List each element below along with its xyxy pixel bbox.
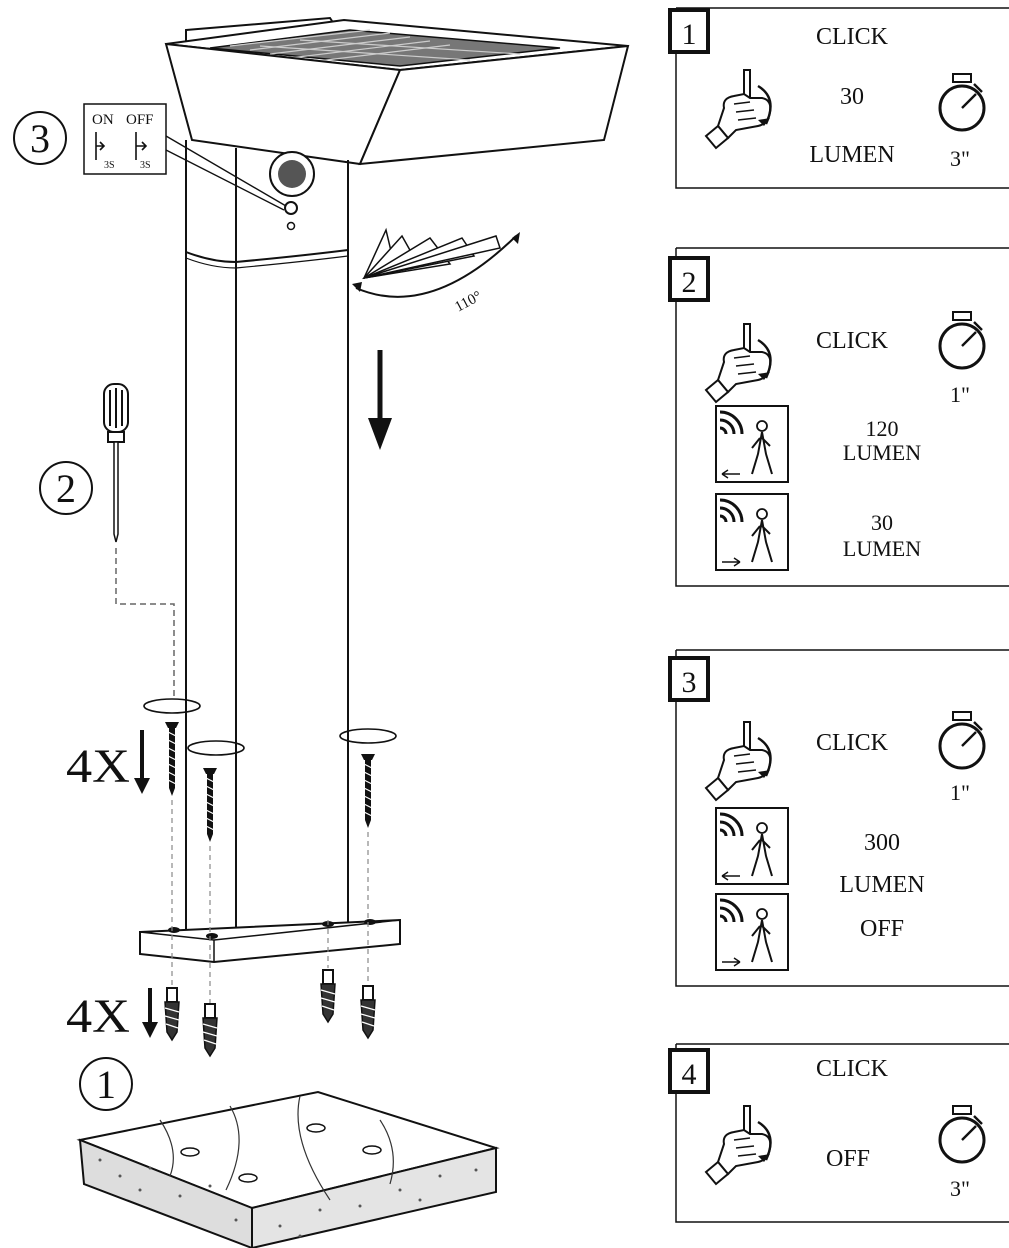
- concrete-slab: [76, 1090, 500, 1248]
- screw-3: [360, 753, 376, 829]
- sensor-angle-label: 110°: [452, 288, 484, 315]
- anchor-3: [320, 969, 336, 1023]
- mode-1-duration: 3": [950, 146, 970, 171]
- mode-2-number: 2: [682, 266, 697, 299]
- switch-on-label: ON: [92, 112, 114, 128]
- mode-4-duration: 3": [950, 1176, 970, 1201]
- motion-sensor-leave-icon: [714, 892, 790, 972]
- base-step: 1: [76, 1057, 500, 1248]
- mode-3-number: 3: [682, 666, 697, 699]
- anchor-2: [202, 1003, 218, 1057]
- mode-1-brightness: 30: [840, 84, 864, 110]
- mode-1-number: 1: [682, 18, 697, 51]
- screw-2: [202, 767, 218, 843]
- mode-3-unit: LUMEN: [839, 872, 924, 898]
- stopwatch-icon: [938, 310, 986, 370]
- switch-step: 3 ON OFF 3S 3S: [13, 103, 287, 211]
- screws: 4X: [66, 698, 397, 1030]
- wall-anchors: 4X: [66, 969, 376, 1057]
- mode-2-away-unit: LUMEN: [843, 536, 921, 561]
- hand-click-icon: [704, 322, 772, 404]
- base-step-number: 1: [96, 1062, 116, 1107]
- screw-1: [164, 721, 180, 797]
- mode-4-number: 4: [682, 1058, 697, 1091]
- hand-click-icon: [704, 68, 772, 150]
- stopwatch-icon: [938, 1104, 986, 1164]
- stopwatch-icon: [938, 72, 986, 132]
- switch-off-label: OFF: [126, 112, 154, 128]
- mode-4-action: CLICK: [816, 1056, 889, 1082]
- mode-panel-4: 4 CLICK OFF 3": [668, 1043, 1009, 1223]
- screws-quantity: 4X: [66, 740, 130, 793]
- hand-click-icon: [704, 1104, 772, 1186]
- mode-2-away-value: 30: [871, 510, 893, 535]
- switch-legend-box: [83, 103, 167, 175]
- base-plate: [139, 918, 401, 964]
- hand-click-icon: [704, 720, 772, 802]
- anchor-1: [164, 987, 180, 1041]
- mode-panel-1: 1 CLICK 30 LUMEN 3": [668, 7, 1009, 189]
- mode-4-state: OFF: [826, 1146, 870, 1172]
- power-button: [284, 201, 298, 215]
- press-off-icon: [135, 132, 148, 160]
- screwdriver-icon: [103, 383, 129, 543]
- mode-panel-2: 2 CLICK 1" 120 LUMEN 30 LUMEN: [668, 247, 1009, 587]
- press-on-duration: 3S: [104, 160, 115, 171]
- down-arrow-icon: [368, 350, 392, 450]
- screw-step-number: 2: [56, 466, 76, 511]
- press-off-duration: 3S: [140, 160, 151, 171]
- mode-2-duration: 1": [950, 382, 970, 407]
- sensor-detection-fan-icon: 110°: [352, 227, 520, 316]
- solar-panel-head: [164, 16, 630, 166]
- rotate-arrows: [143, 698, 397, 756]
- mode-panel-3: 3 CLICK 1" 300 LUMEN OFF: [668, 649, 1009, 987]
- switch-step-number: 3: [30, 116, 50, 161]
- anchors-quantity: 4X: [66, 990, 130, 1043]
- anchor-4: [360, 985, 376, 1039]
- mode-2-action: CLICK: [816, 328, 889, 354]
- mode-2-near-unit: LUMEN: [843, 440, 921, 465]
- mode-3-action: CLICK: [816, 730, 889, 756]
- mode-3-near-value: 300: [864, 830, 900, 856]
- lamp-assembly: 110°: [139, 16, 630, 964]
- mode-3-duration: 1": [950, 780, 970, 805]
- mode-1-unit: LUMEN: [809, 142, 894, 168]
- press-on-icon: [95, 132, 106, 160]
- mode-2-near-value: 120: [866, 416, 899, 441]
- stopwatch-icon: [938, 710, 986, 770]
- motion-sensor-leave-icon: [714, 492, 790, 572]
- mode-3-away-value: OFF: [860, 916, 904, 942]
- mode-1-action: CLICK: [816, 24, 889, 50]
- lamp-post: [185, 140, 349, 930]
- screw-step: 2: [39, 383, 175, 700]
